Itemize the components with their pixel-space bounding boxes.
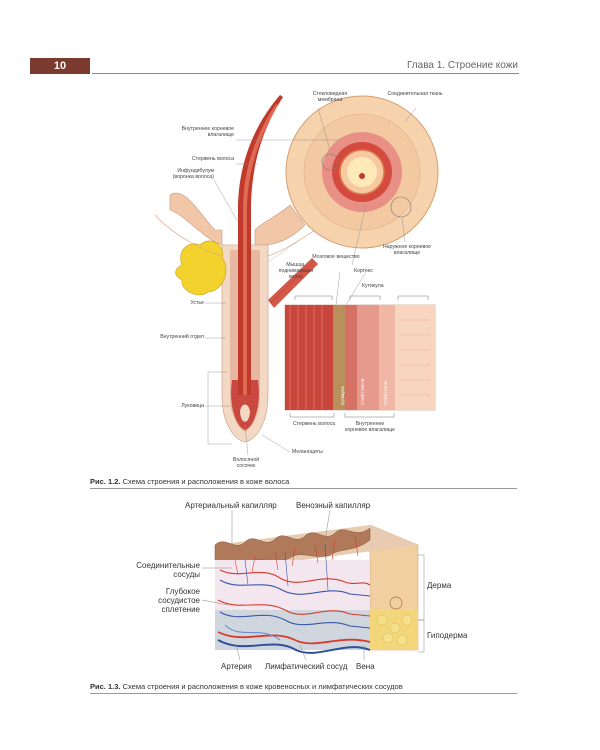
label-dermal-papilla: Волосяной сосочек <box>232 457 260 469</box>
label-melanocytes: Меланоциты <box>292 449 323 455</box>
figure-1-3-caption: Рис. 1.3. Схема строения и расположения … <box>90 682 403 691</box>
figure-1-3-rule <box>90 693 517 694</box>
label-cortex: Кортекс <box>354 268 373 274</box>
label-bulb: Луковица <box>181 403 204 409</box>
label-medulla: Мозговое вещество <box>312 254 360 260</box>
figure-1-2-caption: Рис. 1.2. Схема строения и расположения … <box>90 477 289 486</box>
header-rule <box>92 73 519 74</box>
figure-1-3-number: Рис. 1.3. <box>90 682 121 691</box>
label-cuticle: Кутикула <box>362 283 384 289</box>
label-inner-part: Внутренний отдел <box>160 334 204 340</box>
figure-1-2-number: Рис. 1.2. <box>90 477 121 486</box>
label-hypodermis: Гиподерма <box>427 631 468 640</box>
label-inner-root-sheath-top: Внутреннее корневое влагалище <box>181 126 234 138</box>
figure-1-2-text: Схема строения и расположения в коже вол… <box>122 477 290 486</box>
label-arterial-capillary: Артериальный капилляр <box>185 501 277 510</box>
label-connective-vessels: Соединительные сосуды <box>136 561 200 579</box>
label-deep-plexus: Глубокое сосудистое сплетение <box>158 587 200 614</box>
hair-structure-illustration <box>154 95 439 456</box>
label-infundibulum: Инфундибулум (воронка волоса) <box>172 168 214 180</box>
label-dermis: Дерма <box>427 581 452 590</box>
label-inner-root-sheath-bottom: Внутреннее корневое влагалище <box>345 421 395 433</box>
label-hair-shaft-bottom: Стержень волоса <box>292 421 336 427</box>
label-isthmus: Устье <box>190 300 204 306</box>
label-artery: Артерия <box>221 662 252 671</box>
label-vitreous-membrane: Стекловидная мембрана <box>312 91 348 103</box>
label-venous-capillary: Венозный капилляр <box>296 501 371 510</box>
label-vein: Вена <box>356 662 375 671</box>
page-number: 10 <box>53 60 67 72</box>
figure-1-2-rule <box>90 488 517 489</box>
label-lymph-vessel: Лимфатический сосуд <box>265 662 348 671</box>
page-number-background <box>30 58 90 74</box>
label-outer-root-sheath: Наружное корневое влагалище <box>383 244 431 256</box>
label-hair-shaft-top: Стержень волоса <box>191 156 234 162</box>
figure-1-3-text: Схема строения и расположения в коже кро… <box>122 682 403 691</box>
chapter-title: Глава 1. Строение кожи <box>406 60 518 71</box>
label-arrector-muscle: Мышца, поднимающая волос <box>278 262 314 280</box>
label-connective-tissue: Соединительная ткань <box>387 91 443 97</box>
